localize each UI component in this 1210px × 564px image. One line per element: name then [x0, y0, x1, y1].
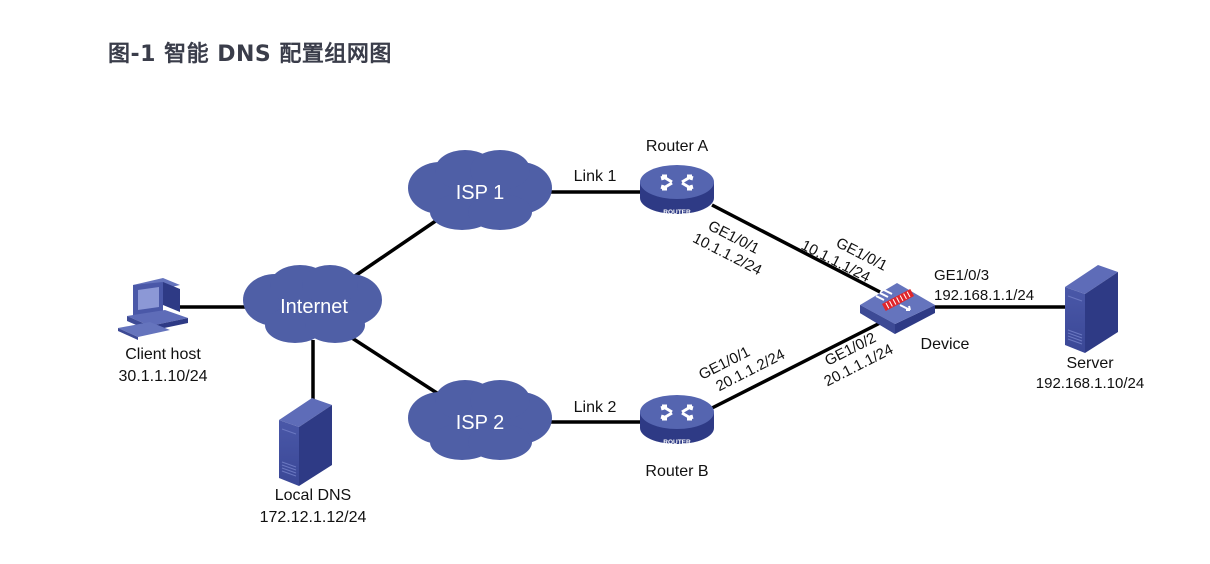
- server[interactable]: Server 192.168.1.10/24: [1036, 265, 1144, 392]
- link-routerb-device: [711, 321, 881, 410]
- server-ip: 192.168.1.10/24: [1036, 375, 1144, 392]
- cloud-icon: [243, 265, 382, 343]
- router-a-interface: GE1/0/1 10.1.1.2/24: [690, 217, 765, 279]
- router-b[interactable]: ROUTER Router B: [640, 395, 714, 480]
- router-b-interface: GE1/0/1 20.1.1.2/24: [696, 343, 788, 395]
- firewall-icon: [860, 283, 935, 334]
- cloud-icon: [408, 150, 552, 230]
- server-icon: [279, 398, 332, 486]
- router-icon: ROUTER: [640, 165, 714, 216]
- local-dns-label: Local DNS: [275, 487, 351, 504]
- isp1-label: ISP 1: [456, 182, 505, 204]
- client-host-ip: 30.1.1.10/24: [119, 368, 208, 385]
- router-b-badge: ROUTER: [663, 439, 691, 446]
- internet-label: Internet: [280, 296, 348, 318]
- router-icon: ROUTER: [640, 395, 714, 446]
- link2-label: Link 2: [574, 399, 617, 416]
- isp2-label: ISP 2: [456, 412, 505, 434]
- router-a-label: Router A: [646, 138, 709, 155]
- client-host[interactable]: Client host 30.1.1.10/24: [118, 278, 208, 385]
- device-ge3-ip: 192.168.1.1/24: [934, 287, 1034, 304]
- link-routera-device: [711, 203, 881, 294]
- isp1-cloud[interactable]: ISP 1: [408, 150, 552, 230]
- figure-title: 图-1 智能 DNS 配置组网图: [108, 42, 392, 67]
- link-internet-isp2: [351, 336, 441, 397]
- isp2-cloud[interactable]: ISP 2: [408, 380, 552, 460]
- connection-lines: [180, 190, 1065, 424]
- pc-icon: [118, 278, 188, 340]
- device-ge1-interface: GE1/0/1 10.1.1.1/24: [798, 234, 890, 286]
- router-b-label: Router B: [645, 463, 708, 480]
- device-label: Device: [921, 336, 970, 353]
- server-label: Server: [1066, 355, 1114, 372]
- router-a[interactable]: Router A ROUTER: [640, 138, 714, 216]
- link1-label: Link 1: [574, 168, 617, 185]
- cloud-icon: [408, 380, 552, 460]
- device[interactable]: Device: [860, 283, 970, 353]
- internet-cloud[interactable]: Internet: [243, 265, 382, 343]
- server-icon: [1065, 265, 1118, 353]
- local-dns-ip: 172.12.1.12/24: [260, 509, 367, 526]
- local-dns[interactable]: Local DNS 172.12.1.12/24: [260, 398, 367, 526]
- device-ge3-port: GE1/0/3: [934, 267, 989, 284]
- link-internet-isp1: [351, 216, 441, 280]
- router-a-badge: ROUTER: [663, 209, 691, 216]
- client-host-label: Client host: [125, 346, 201, 363]
